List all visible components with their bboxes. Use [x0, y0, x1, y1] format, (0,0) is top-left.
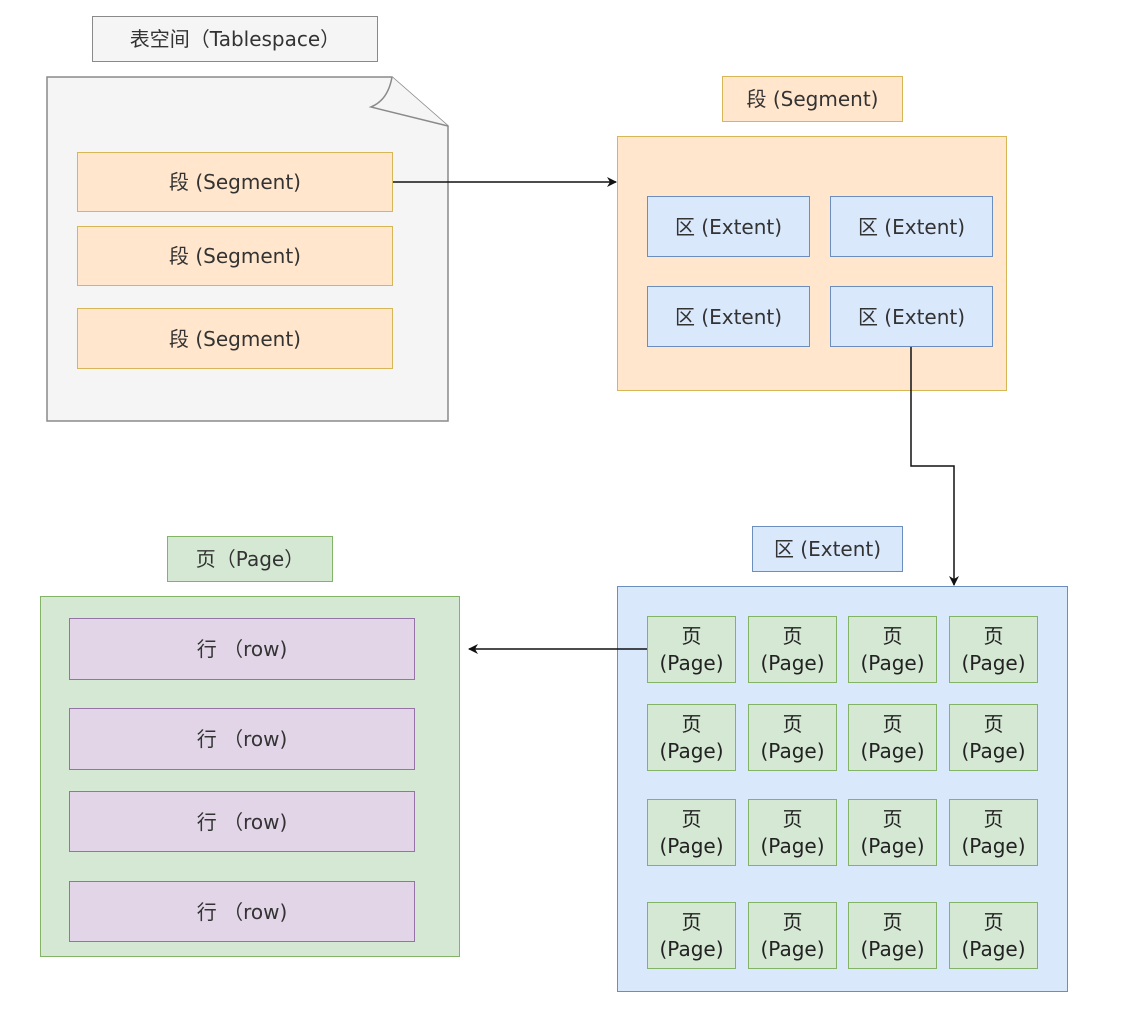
- page-word: (Page): [961, 650, 1026, 675]
- segment-extent-1: 区 (Extent): [647, 196, 810, 257]
- page-char: 页: [882, 623, 903, 648]
- page-row-1: 行 （row): [69, 618, 415, 680]
- segment-extent-3: 区 (Extent): [647, 286, 810, 347]
- extent-page-9: 页(Page): [647, 799, 736, 866]
- extent-page-15: 页(Page): [848, 902, 937, 969]
- page-word: (Page): [961, 738, 1026, 763]
- page-char: 页: [782, 711, 803, 736]
- page-word: (Page): [659, 936, 724, 961]
- page-char: 页: [782, 806, 803, 831]
- page-row-4: 行 （row): [69, 881, 415, 942]
- page-word: (Page): [760, 833, 825, 858]
- page-word: (Page): [659, 833, 724, 858]
- extent-page-8: 页(Page): [949, 704, 1038, 771]
- page-char: 页: [782, 909, 803, 934]
- tablespace-segment-1: 段 (Segment): [77, 152, 393, 212]
- page-row-2: 行 （row): [69, 708, 415, 770]
- extent-page-14: 页(Page): [748, 902, 837, 969]
- page-char: 页: [983, 623, 1004, 648]
- extent-page-12: 页(Page): [949, 799, 1038, 866]
- tablespace-segment-2: 段 (Segment): [77, 226, 393, 286]
- page-char: 页: [681, 623, 702, 648]
- tablespace-title-text: 表空间（Tablespace）: [129, 27, 341, 51]
- extent-page-7: 页(Page): [848, 704, 937, 771]
- page-char: 页: [983, 711, 1004, 736]
- tablespace-document-fold: [368, 76, 449, 127]
- page-word: (Page): [860, 738, 925, 763]
- page-word: (Page): [659, 650, 724, 675]
- page-word: (Page): [760, 650, 825, 675]
- page-word: (Page): [961, 833, 1026, 858]
- extent-page-6: 页(Page): [748, 704, 837, 771]
- extent-page-13: 页(Page): [647, 902, 736, 969]
- page-char: 页: [681, 711, 702, 736]
- page-char: 页: [782, 623, 803, 648]
- page-word: (Page): [760, 936, 825, 961]
- page-word: (Page): [961, 936, 1026, 961]
- page-title: 页（Page）: [167, 536, 333, 582]
- extent-page-2: 页(Page): [748, 616, 837, 683]
- extent-page-3: 页(Page): [848, 616, 937, 683]
- segment-extent-2: 区 (Extent): [830, 196, 993, 257]
- page-char: 页: [983, 806, 1004, 831]
- tablespace-title: 表空间（Tablespace）: [92, 16, 378, 62]
- segment-extent-4: 区 (Extent): [830, 286, 993, 347]
- page-char: 页: [882, 909, 903, 934]
- page-word: (Page): [860, 650, 925, 675]
- extent-page-1: 页(Page): [647, 616, 736, 683]
- extent-page-10: 页(Page): [748, 799, 837, 866]
- segment-container: [617, 136, 1007, 391]
- segment-title: 段 (Segment): [722, 76, 903, 122]
- page-word: (Page): [860, 833, 925, 858]
- page-char: 页: [681, 909, 702, 934]
- extent-title: 区 (Extent): [752, 526, 903, 572]
- page-char: 页: [882, 806, 903, 831]
- tablespace-segment-3: 段 (Segment): [77, 308, 393, 369]
- page-char: 页: [882, 711, 903, 736]
- extent-page-4: 页(Page): [949, 616, 1038, 683]
- page-char: 页: [681, 806, 702, 831]
- page-word: (Page): [860, 936, 925, 961]
- page-word: (Page): [760, 738, 825, 763]
- extent-page-5: 页(Page): [647, 704, 736, 771]
- extent-page-11: 页(Page): [848, 799, 937, 866]
- page-word: (Page): [659, 738, 724, 763]
- page-row-3: 行 （row): [69, 791, 415, 852]
- page-char: 页: [983, 909, 1004, 934]
- extent-page-16: 页(Page): [949, 902, 1038, 969]
